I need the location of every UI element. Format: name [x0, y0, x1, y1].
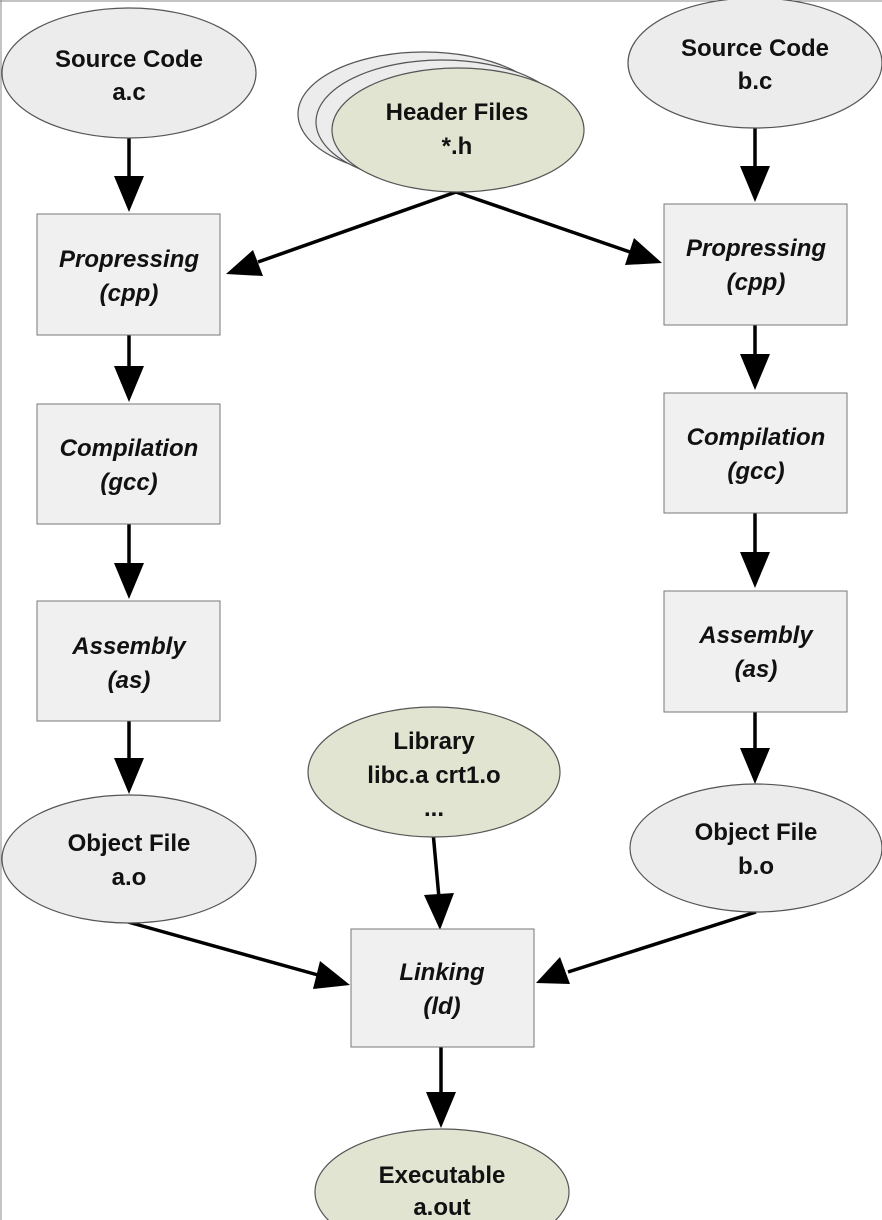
compilation-a-tool: (gcc) — [100, 469, 157, 496]
object-file-b-node: Object File b.o — [629, 783, 882, 913]
preprocessing-b-tool: (cpp) — [727, 269, 786, 296]
object-file-a-filename: a.o — [112, 864, 147, 891]
arrow-headers-to-pre-a — [257, 190, 457, 264]
compilation-b-tool: (gcc) — [727, 458, 784, 485]
object-file-a-node: Object File a.o — [1, 794, 257, 924]
library-more: ... — [424, 795, 444, 822]
preprocessing-a-tool: (cpp) — [100, 280, 159, 307]
assembly-a-tool: (as) — [108, 667, 151, 694]
compilation-a-label: Compilation — [60, 435, 199, 462]
compilation-b-box: Compilation (gcc) — [663, 392, 848, 514]
library-label: Library — [393, 728, 475, 755]
linking-tool: (ld) — [423, 993, 460, 1020]
assembly-b-tool: (as) — [735, 656, 778, 683]
source-code-b-node: Source Code b.c — [627, 0, 882, 129]
compilation-a-box: Compilation (gcc) — [36, 403, 221, 525]
assembly-b-label: Assembly — [698, 622, 814, 649]
assembly-a-label: Assembly — [71, 633, 187, 660]
header-files-pattern: *.h — [442, 133, 473, 160]
source-code-a-node: Source Code a.c — [1, 7, 257, 139]
preprocessing-b-box: Propressing (cpp) — [663, 203, 848, 326]
assembly-a-box: Assembly (as) — [36, 600, 221, 722]
compilation-b-label: Compilation — [687, 424, 826, 451]
assembly-b-box: Assembly (as) — [663, 590, 848, 713]
arrow-headers-to-pre-b — [455, 190, 631, 254]
source-code-a-filename: a.c — [112, 79, 145, 106]
executable-node: Executable a.out — [314, 1128, 570, 1220]
library-node: Library libc.a crt1.o ... — [307, 706, 561, 838]
object-file-b-label: Object File — [695, 819, 818, 846]
arrow-library-to-link — [431, 831, 441, 899]
source-code-b-label: Source Code — [681, 35, 829, 62]
linking-box: Linking (ld) — [350, 928, 535, 1048]
preprocessing-b-label: Propressing — [686, 235, 826, 262]
arrows — [114, 128, 770, 1128]
source-code-b-filename: b.c — [738, 68, 773, 95]
object-file-b-filename: b.o — [738, 853, 774, 880]
source-code-a-label: Source Code — [55, 46, 203, 73]
header-files-node: Header Files *.h — [297, 51, 585, 193]
linking-label: Linking — [399, 959, 485, 986]
executable-label: Executable — [379, 1162, 506, 1189]
arrow-obj-b-to-link — [567, 910, 757, 974]
library-files: libc.a crt1.o — [367, 762, 500, 789]
preprocessing-a-label: Propressing — [59, 246, 199, 273]
arrow-obj-a-to-link — [127, 920, 319, 977]
executable-filename: a.out — [413, 1194, 470, 1220]
header-files-label: Header Files — [386, 99, 529, 126]
object-file-a-label: Object File — [68, 830, 191, 857]
preprocessing-a-box: Propressing (cpp) — [36, 213, 221, 336]
